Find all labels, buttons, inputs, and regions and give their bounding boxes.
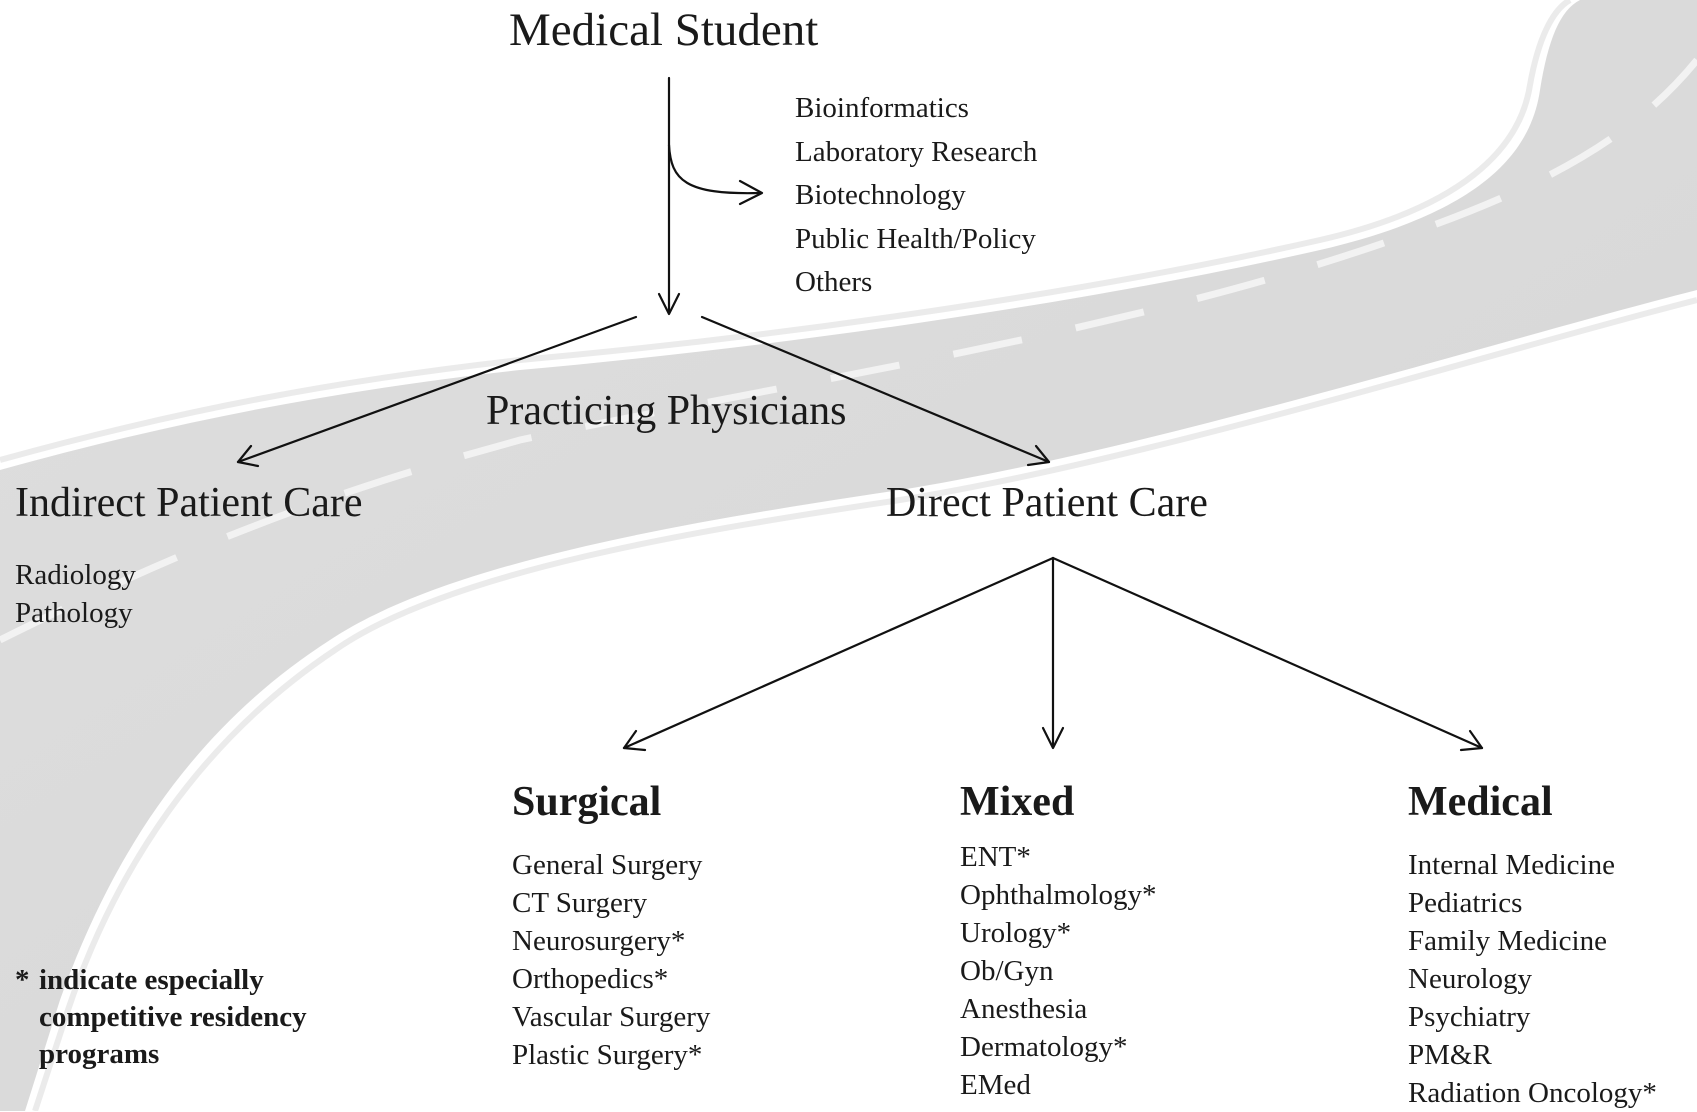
mixed-heading: Mixed <box>960 779 1075 825</box>
mixed-item: Urology* <box>960 917 1072 949</box>
mixed-item: Dermatology* <box>960 1031 1128 1063</box>
mixed-item: Ophthalmology* <box>960 879 1157 911</box>
medical-list: Internal Medicine Pediatrics Family Medi… <box>1408 846 1657 1112</box>
indirect-care-title: Indirect Patient Care <box>15 480 363 526</box>
footnote-line: indicate especially <box>39 964 264 996</box>
road-lane-dashes <box>0 57 1697 644</box>
nonclinical-item: Biotechnology <box>795 179 966 211</box>
surgical-item: General Surgery <box>512 849 703 881</box>
arrow-head <box>622 729 647 752</box>
nonclinical-item: Laboratory Research <box>795 135 1038 168</box>
footnote-star: * <box>15 964 30 996</box>
indirect-care-item: Pathology <box>15 597 133 629</box>
surgical-item: Vascular Surgery <box>512 1001 711 1033</box>
arrow-head <box>657 292 681 316</box>
nonclinical-item: Others <box>795 266 873 298</box>
surgical-item: CT Surgery <box>512 887 648 919</box>
surgical-item: Orthopedics* <box>512 963 669 995</box>
medical-item: PM&R <box>1408 1039 1492 1071</box>
medical-item: Neurology <box>1408 963 1533 995</box>
mixed-item: ENT* <box>960 841 1031 873</box>
mixed-list: ENT* Ophthalmology* Urology* Ob/Gyn Anes… <box>960 838 1157 1104</box>
medical-item: Pediatrics <box>1408 887 1523 919</box>
medical-heading: Medical <box>1408 779 1553 825</box>
road-edge-line <box>0 0 1572 463</box>
medical-item: Radiation Oncology* <box>1408 1077 1657 1109</box>
mixed-item: EMed <box>960 1069 1031 1101</box>
mixed-item: Anesthesia <box>960 993 1088 1025</box>
mixed-item: Ob/Gyn <box>960 955 1054 987</box>
footnote-line: competitive residency <box>39 1001 307 1033</box>
surgical-item: Neurosurgery* <box>512 925 686 957</box>
footnote-line: programs <box>39 1038 160 1070</box>
nonclinical-list: Bioinformatics Laboratory Research Biote… <box>795 87 1037 305</box>
arrow-head <box>1041 726 1065 750</box>
arrow-head <box>738 179 764 206</box>
arrow-to-direct <box>700 315 1051 464</box>
indirect-care-item: Radiology <box>15 559 136 591</box>
nonclinical-item: Bioinformatics <box>795 92 969 124</box>
arrow-to-indirect <box>236 315 638 464</box>
arrow-to-nonclinical <box>667 143 762 195</box>
arrow-head <box>236 444 260 468</box>
medical-item: Internal Medicine <box>1408 849 1615 881</box>
arrow-head <box>1459 729 1484 752</box>
nonclinical-item: Public Health/Policy <box>795 222 1036 255</box>
direct-care-title: Direct Patient Care <box>886 480 1208 526</box>
surgical-heading: Surgical <box>512 779 662 825</box>
road-edge-line <box>32 297 1697 1111</box>
indirect-care-list: Radiology Pathology <box>15 556 136 632</box>
arrow-to-medical <box>1051 556 1484 750</box>
surgical-item: Plastic Surgery* <box>512 1039 703 1071</box>
medical-item: Psychiatry <box>1408 1001 1531 1033</box>
medical-student-title: Medical Student <box>509 4 819 56</box>
arrow-head <box>1026 444 1051 467</box>
arrow-to-surgical <box>622 556 1055 750</box>
competitive-footnote: * indicate especially competitive residen… <box>15 962 307 1073</box>
medical-item: Family Medicine <box>1408 925 1607 957</box>
practicing-physicians-label: Practicing Physicians <box>486 388 847 434</box>
surgical-list: General Surgery CT Surgery Neurosurgery*… <box>512 846 710 1074</box>
